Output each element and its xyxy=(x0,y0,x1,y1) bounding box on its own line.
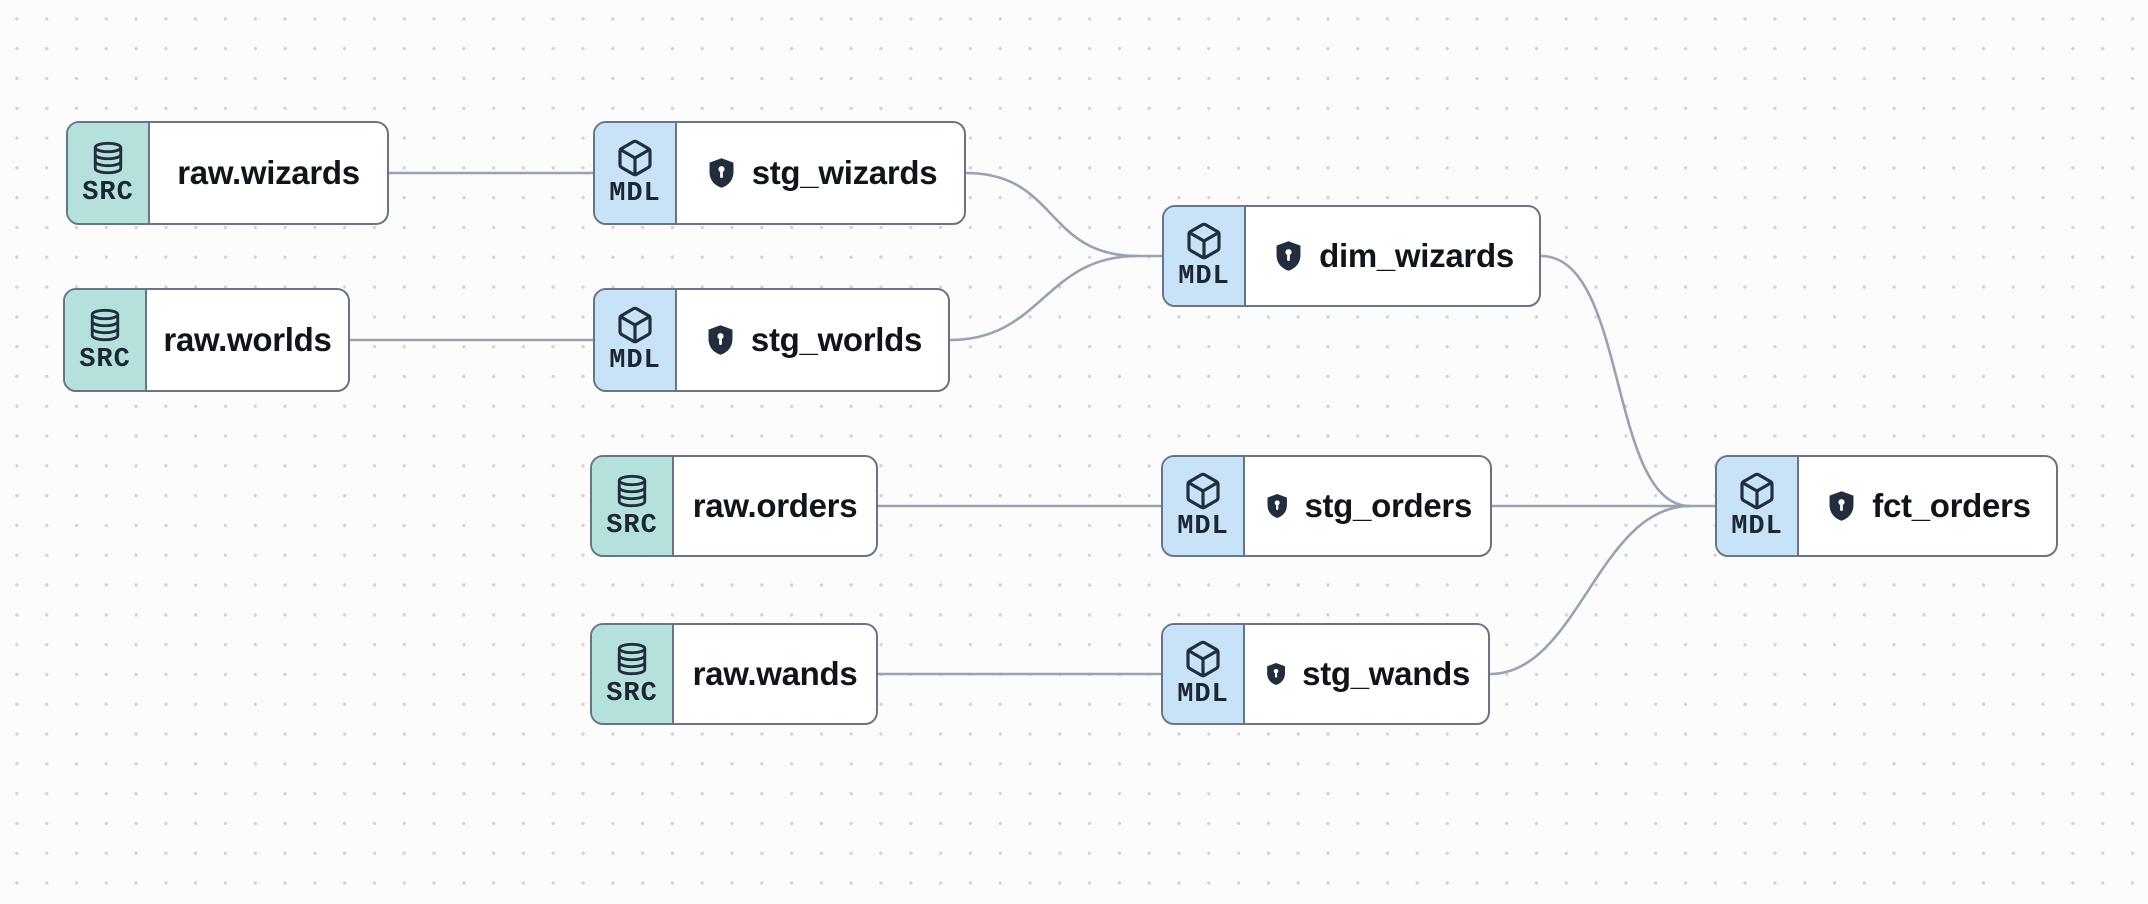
edge-stg-worlds-to-dim-wizards xyxy=(948,254,1139,342)
node-body: dim_wizards xyxy=(1246,207,1539,305)
database-icon xyxy=(90,308,120,341)
src-badge: SRC xyxy=(592,625,674,723)
mdl-badge: MDL xyxy=(1717,457,1799,555)
badge-label: SRC xyxy=(606,510,658,541)
cube-icon xyxy=(1187,222,1221,259)
node-stg-wands[interactable]: MDL stg_wands xyxy=(1161,623,1490,725)
node-body: raw.wands xyxy=(674,625,876,723)
node-title: raw.worlds xyxy=(163,321,332,358)
database-icon xyxy=(617,642,647,675)
node-stg-worlds[interactable]: MDL stg_worlds xyxy=(593,288,950,392)
node-body: fct_orders xyxy=(1799,457,2056,555)
node-body: raw.orders xyxy=(674,457,876,555)
node-title: stg_wands xyxy=(1302,655,1470,692)
database-icon xyxy=(617,474,647,507)
node-body: raw.wizards xyxy=(150,123,387,223)
node-title: stg_wizards xyxy=(751,154,938,191)
node-title: stg_worlds xyxy=(750,321,923,358)
badge-label: SRC xyxy=(82,177,134,208)
badge-label: MDL xyxy=(1178,261,1230,292)
node-stg-wizards[interactable]: MDL stg_wizards xyxy=(593,121,966,225)
badge-label: MDL xyxy=(609,345,661,376)
shield-lock-icon xyxy=(1829,491,1854,521)
node-dim-wizards[interactable]: MDL dim_wizards xyxy=(1162,205,1541,307)
src-badge: SRC xyxy=(65,290,147,390)
shield-lock-icon xyxy=(709,158,734,188)
node-body: raw.worlds xyxy=(147,290,348,390)
mdl-badge: MDL xyxy=(595,123,677,223)
cube-icon xyxy=(1740,472,1774,509)
node-title: stg_orders xyxy=(1304,487,1472,524)
edge-stg-wands-to-fct-orders xyxy=(1488,504,1692,676)
node-body: stg_orders xyxy=(1245,457,1490,555)
node-raw-wands[interactable]: SRC raw.wands xyxy=(590,623,878,725)
cube-icon xyxy=(1186,472,1220,509)
badge-label: SRC xyxy=(79,344,131,375)
mdl-badge: MDL xyxy=(1163,457,1245,555)
node-title: raw.wands xyxy=(692,655,858,692)
node-body: stg_worlds xyxy=(677,290,948,390)
src-badge: SRC xyxy=(592,457,674,555)
node-body: stg_wands xyxy=(1245,625,1488,723)
badge-label: MDL xyxy=(1177,511,1229,542)
shield-lock-icon xyxy=(708,325,733,355)
shield-lock-icon xyxy=(1276,241,1301,271)
node-raw-wizards[interactable]: SRC raw.wizards xyxy=(66,121,389,225)
node-title: raw.wizards xyxy=(177,154,360,191)
edge-stg-wizards-to-dim-wizards xyxy=(964,171,1164,258)
cube-icon xyxy=(618,306,652,343)
node-body: stg_wizards xyxy=(677,123,964,223)
node-title: dim_wizards xyxy=(1319,237,1514,274)
src-badge: SRC xyxy=(68,123,150,223)
node-title: fct_orders xyxy=(1872,487,2031,524)
node-stg-orders[interactable]: MDL stg_orders xyxy=(1161,455,1492,557)
badge-label: SRC xyxy=(606,678,658,709)
node-title: raw.orders xyxy=(692,487,858,524)
shield-lock-icon xyxy=(1267,494,1287,518)
cube-icon xyxy=(618,139,652,176)
database-icon xyxy=(93,141,123,174)
mdl-badge: MDL xyxy=(1163,625,1245,723)
node-fct-orders[interactable]: MDL fct_orders xyxy=(1715,455,2058,557)
node-raw-orders[interactable]: SRC raw.orders xyxy=(590,455,878,557)
mdl-badge: MDL xyxy=(595,290,677,390)
node-raw-worlds[interactable]: SRC raw.worlds xyxy=(63,288,350,392)
badge-label: MDL xyxy=(609,178,661,209)
mdl-badge: MDL xyxy=(1164,207,1246,305)
cube-icon xyxy=(1186,640,1220,677)
edge-dim-wizards-to-fct-orders xyxy=(1539,254,1717,508)
badge-label: MDL xyxy=(1731,511,1783,542)
badge-label: MDL xyxy=(1177,679,1229,710)
shield-lock-icon xyxy=(1267,662,1286,686)
